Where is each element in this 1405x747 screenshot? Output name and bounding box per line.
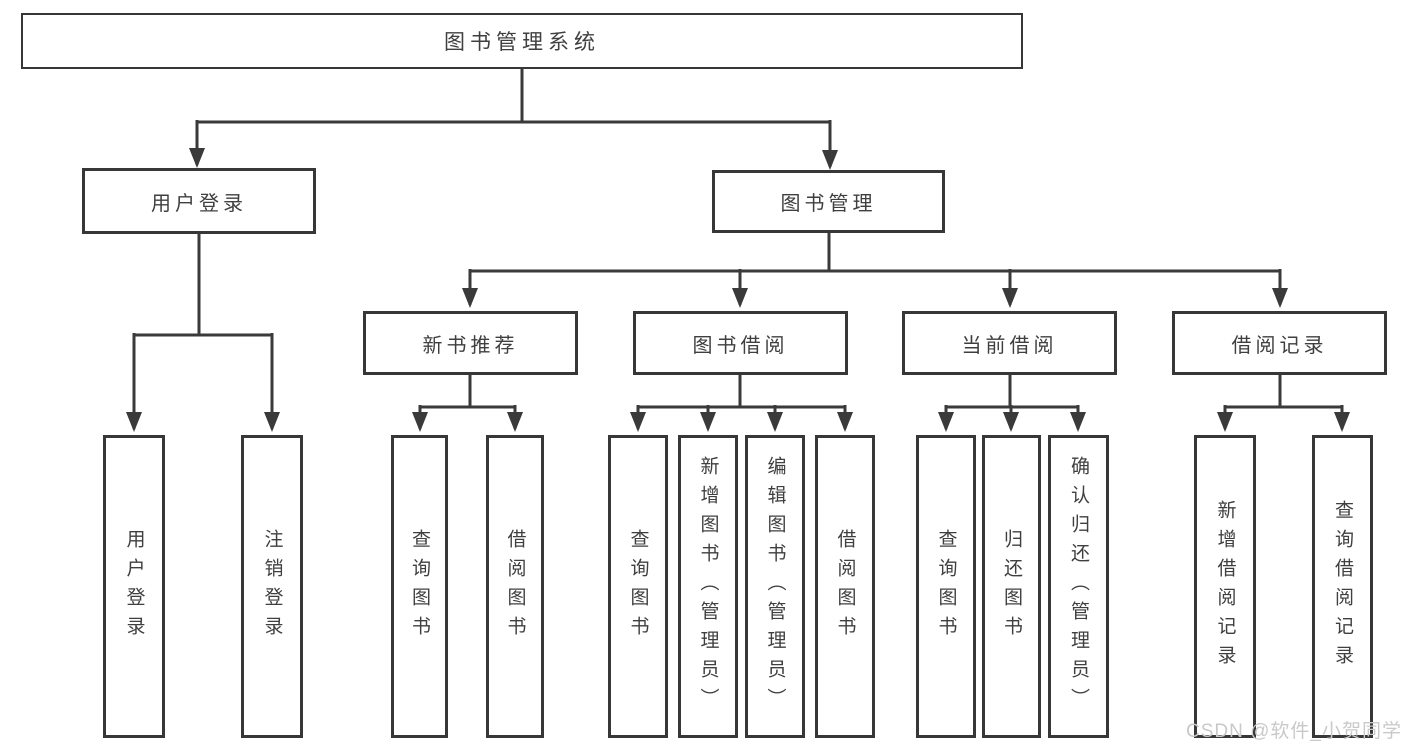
leaf-return-book: 归还图书 [982,435,1041,738]
node-borrowing-records: 借阅记录 [1172,311,1387,375]
leaf-borrowing-query-books: 查询图书 [608,435,668,738]
node-book-borrowing-label: 图书借阅 [692,334,789,357]
node-user-login: 用户登录 [82,168,316,234]
leaf-user-login: 用户登录 [103,435,165,738]
leaf-logout: 注销登录 [241,435,303,738]
leaf-recommend-borrow-books-label: 借阅图书 [504,528,526,645]
leaf-logout-label: 注销登录 [261,528,283,645]
leaf-current-query-books-label: 查询图书 [935,528,957,645]
csdn-watermark: CSDN @软件_小贺同学 [1186,721,1402,742]
leaf-current-query-books: 查询图书 [916,435,976,738]
leaf-add-borrow-record: 新增借阅记录 [1194,435,1256,738]
leaf-add-book-admin: 新增图书（管理员） [678,435,738,738]
node-book-management: 图书管理 [712,170,945,233]
leaf-return-book-label: 归还图书 [1001,528,1022,645]
node-root: 图书管理系统 [21,13,1023,69]
leaf-edit-book-admin-label: 编辑图书（管理员） [764,456,786,717]
node-current-borrowing: 当前借阅 [902,311,1117,375]
node-book-borrowing: 图书借阅 [633,311,848,375]
leaf-recommend-borrow-books: 借阅图书 [486,435,544,738]
leaf-borrow-book-label: 借阅图书 [834,528,856,645]
leaf-recommend-query-books-label: 查询图书 [409,528,430,645]
leaf-confirm-return-admin-label: 确认归还（管理员） [1068,456,1089,717]
node-borrowing-records-label: 借阅记录 [1231,334,1328,357]
leaf-borrow-book: 借阅图书 [815,435,875,738]
leaf-add-book-admin-label: 新增图书（管理员） [697,456,719,717]
node-book-management-label: 图书管理 [780,193,877,215]
leaf-edit-book-admin: 编辑图书（管理员） [745,435,805,738]
leaf-query-borrow-record: 查询借阅记录 [1312,435,1373,738]
node-new-book-recommendation-label: 新书推荐 [422,334,519,357]
leaf-user-login-label: 用户登录 [123,528,145,645]
leaf-recommend-query-books: 查询图书 [391,435,448,738]
leaf-add-borrow-record-label: 新增借阅记录 [1214,499,1236,674]
leaf-query-borrow-record-label: 查询借阅记录 [1332,499,1353,674]
node-root-label: 图书管理系统 [444,31,600,54]
leaf-confirm-return-admin: 确认归还（管理员） [1048,435,1109,738]
node-new-book-recommendation: 新书推荐 [363,311,578,375]
leaf-borrowing-query-books-label: 查询图书 [627,528,649,645]
node-current-borrowing-label: 当前借阅 [961,334,1058,357]
node-user-login-label: 用户登录 [151,192,247,215]
